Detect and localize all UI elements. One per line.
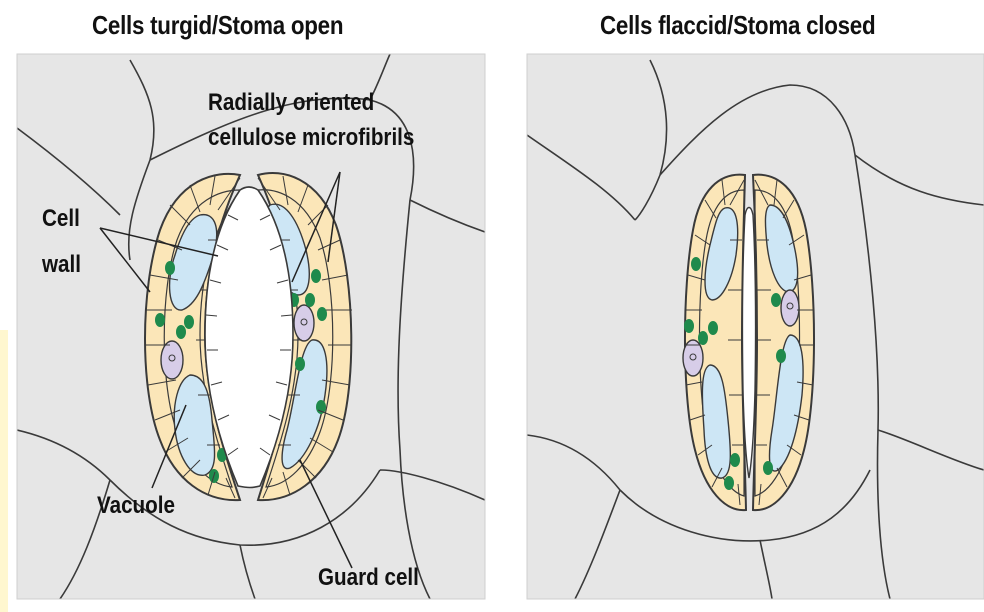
panel-closed xyxy=(527,54,984,599)
label-vacuole: Vacuole xyxy=(97,492,175,519)
stomatal-pore-closed xyxy=(742,208,755,479)
label-cell-wall-line1: Cell xyxy=(42,205,80,232)
label-guard-cell: Guard cell xyxy=(318,564,419,591)
label-cell-wall-line2: wall xyxy=(41,251,81,278)
nucleus xyxy=(161,341,183,379)
nucleus xyxy=(294,305,314,341)
label-microfibrils-line2: cellulose microfibrils xyxy=(208,124,414,151)
nucleus xyxy=(781,290,799,326)
panel-open: Radially oriented cellulose microfibrils… xyxy=(17,54,485,599)
label-microfibrils-line1: Radially oriented xyxy=(208,89,374,116)
